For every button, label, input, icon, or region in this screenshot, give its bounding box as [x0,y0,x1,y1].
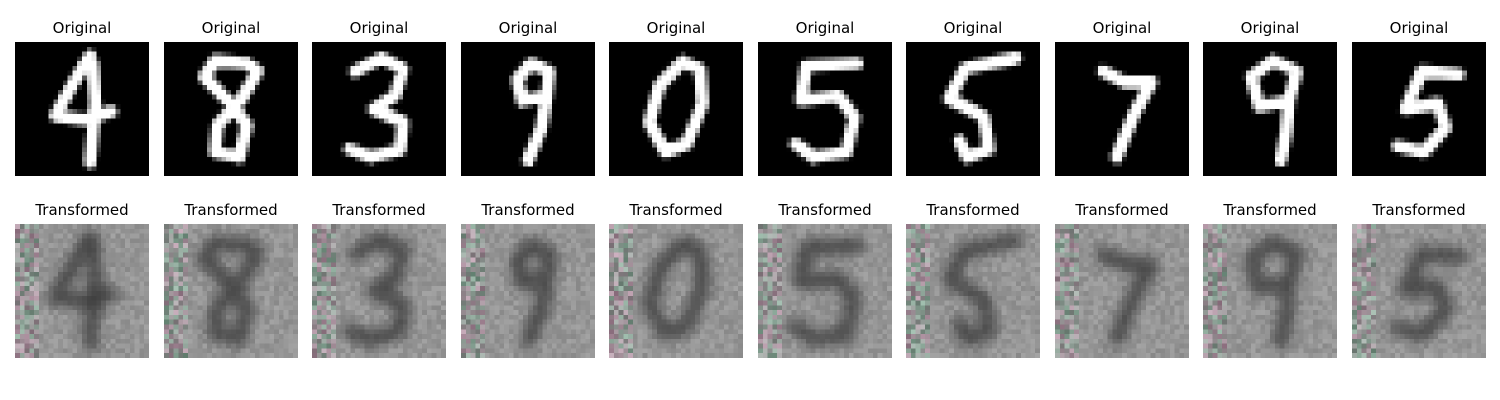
original-title: Original [52,19,112,37]
transformed-title: Transformed [778,201,872,219]
transformed-title: Transformed [184,201,278,219]
transformed-title: Transformed [1075,201,1169,219]
transformed-digit-image [1203,224,1337,358]
transformed-digit-image [609,224,743,358]
transformed-digit-image [312,224,446,358]
original-title: Original [1240,19,1300,37]
original-title: Original [201,19,261,37]
transformed-digit-image [461,224,595,358]
transformed-title: Transformed [926,201,1020,219]
original-digit-image [1352,42,1486,176]
original-title: Original [1092,19,1152,37]
original-title: Original [795,19,855,37]
transformed-digit-image [15,224,149,358]
original-title: Original [646,19,706,37]
transformed-digit-image [164,224,298,358]
transformed-digit-image [1352,224,1486,358]
original-digit-image [15,42,149,176]
original-digit-image [461,42,595,176]
transformed-digit-image [1055,224,1189,358]
transformed-digit-image [906,224,1040,358]
original-title: Original [943,19,1003,37]
original-title: Original [498,19,558,37]
original-digit-image [312,42,446,176]
original-digit-image [1055,42,1189,176]
transformed-title: Transformed [35,201,129,219]
original-digit-image [609,42,743,176]
original-digit-image [758,42,892,176]
transformed-title: Transformed [629,201,723,219]
original-title: Original [349,19,409,37]
transformed-title: Transformed [481,201,575,219]
original-digit-image [906,42,1040,176]
original-title: Original [1389,19,1449,37]
transformed-title: Transformed [1372,201,1466,219]
original-digit-image [164,42,298,176]
transformed-digit-image [758,224,892,358]
transformed-title: Transformed [332,201,426,219]
transformed-title: Transformed [1223,201,1317,219]
original-digit-image [1203,42,1337,176]
